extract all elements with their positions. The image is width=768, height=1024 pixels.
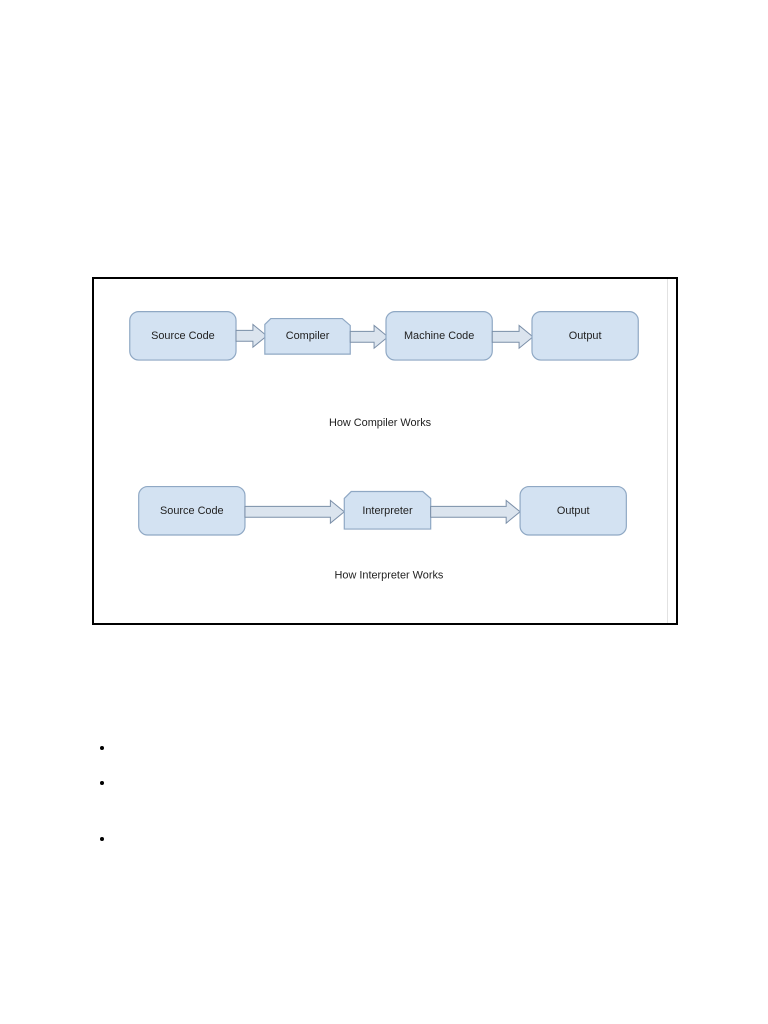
list-item bbox=[96, 742, 656, 756]
bullet-dot-icon bbox=[100, 837, 104, 841]
edge-compiler-to-machine-code bbox=[349, 324, 389, 350]
edge-machine-code-to-output bbox=[491, 324, 534, 350]
node-compiler-label: Compiler bbox=[286, 330, 330, 342]
node-output-2-shape bbox=[519, 485, 627, 536]
frame-inner-rule bbox=[667, 279, 668, 623]
node-source-code[interactable]: Source Code bbox=[129, 311, 237, 361]
block-arrow-icon bbox=[235, 323, 268, 349]
node-machine-code[interactable]: Machine Code bbox=[385, 311, 493, 361]
bullet-dot-icon bbox=[100, 746, 104, 750]
list-item bbox=[96, 833, 656, 847]
block-arrow-icon bbox=[430, 499, 521, 525]
bullet-text bbox=[96, 777, 656, 789]
bullet-dot-icon bbox=[100, 781, 104, 785]
node-source-code-2-label: Source Code bbox=[160, 505, 224, 517]
node-output-2[interactable]: Output bbox=[519, 485, 627, 536]
node-output-shape bbox=[531, 311, 639, 361]
list-item bbox=[96, 777, 656, 791]
edge-interpreter-to-output bbox=[430, 499, 521, 525]
node-compiler-shape bbox=[264, 317, 351, 355]
node-output-label: Output bbox=[569, 330, 602, 342]
node-output[interactable]: Output bbox=[531, 311, 639, 361]
block-arrow-icon bbox=[491, 324, 534, 350]
node-interpreter[interactable]: Interpreter bbox=[343, 490, 432, 530]
caption-how-compiler-works: How Compiler Works bbox=[329, 417, 432, 429]
node-compiler[interactable]: Compiler bbox=[264, 317, 351, 355]
caption-how-interpreter-works: How Interpreter Works bbox=[335, 569, 444, 581]
node-interpreter-label: Interpreter bbox=[362, 505, 413, 517]
block-arrow-icon bbox=[244, 499, 346, 525]
bullet-text bbox=[96, 833, 656, 845]
node-source-code-2[interactable]: Source Code bbox=[138, 485, 246, 536]
flowchart-diagram: Source Code Compiler Machine Code bbox=[129, 311, 639, 581]
node-machine-code-label: Machine Code bbox=[404, 330, 474, 342]
node-interpreter-shape bbox=[343, 490, 432, 530]
node-source-code-label: Source Code bbox=[151, 330, 215, 342]
edge-source-code-to-interpreter bbox=[244, 499, 346, 525]
edge-source-code-to-compiler bbox=[235, 323, 268, 349]
figure-frame: Source Code Compiler Machine Code bbox=[92, 277, 678, 625]
bullet-list bbox=[96, 742, 656, 847]
bullet-text bbox=[96, 742, 656, 754]
block-arrow-icon bbox=[349, 324, 389, 350]
node-output-2-label: Output bbox=[557, 505, 590, 517]
